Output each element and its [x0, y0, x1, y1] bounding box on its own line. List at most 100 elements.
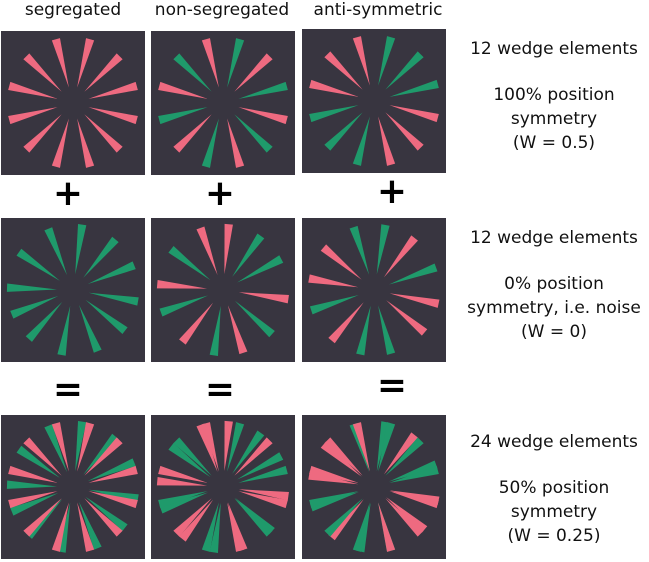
wedge-element: [238, 489, 289, 501]
row-2-count-label: 12 wedge elements: [470, 228, 638, 248]
stimulus-panel-r3-anti-symmetric: [302, 415, 446, 559]
wedge-element: [75, 224, 87, 275]
wedge-element: [77, 502, 95, 552]
row-2-symmetry-line-2: symmetry, i.e. noise: [467, 298, 641, 318]
row-2-symmetry-line-3: (W = 0): [521, 322, 587, 342]
wedge-element: [88, 292, 139, 306]
row-3-symmetry-line-2: symmetry: [510, 502, 598, 522]
wedge-element: [156, 477, 208, 486]
column-header-anti-symmetric: anti-symmetric: [313, 0, 443, 20]
wedge-element: [328, 302, 364, 344]
wedge-element: [88, 81, 138, 99]
wedge-element: [173, 114, 212, 153]
wedge-element: [25, 301, 63, 342]
wedge-element: [196, 423, 218, 472]
wedge-element: [227, 422, 245, 472]
wedge-element: [378, 422, 396, 472]
wedge-element: [386, 497, 428, 533]
wedge-element: [8, 81, 58, 99]
wedge-element: [159, 295, 208, 317]
wedge-element: [77, 38, 95, 88]
wedge-element: [309, 79, 359, 97]
wedge-element: [356, 305, 371, 356]
wedge-element: [87, 261, 136, 285]
wedge-element: [77, 422, 95, 472]
wedge-element: [378, 502, 396, 552]
wedge-element: [389, 491, 439, 509]
wedge-element: [44, 227, 68, 276]
equals-operator-segregated: =: [52, 369, 84, 410]
wedge-element: [224, 420, 233, 472]
wedge-element: [158, 491, 208, 509]
wedge-element: [320, 244, 362, 280]
wedge-element: [84, 114, 123, 153]
wedge-element: [8, 491, 58, 509]
wedge-element: [378, 36, 396, 86]
row-3-symmetry-line-3: (W = 0.25): [507, 526, 601, 546]
wedge-element: [196, 226, 218, 275]
wedge-element: [209, 305, 221, 356]
wedge-element: [227, 502, 248, 552]
wedge-element: [385, 112, 424, 151]
wedge-element: [234, 437, 273, 476]
stimulus-panel-r1-non-segregated: [151, 31, 295, 175]
wedge-element: [16, 445, 60, 478]
stimulus-panel-r3-non-segregated: [151, 415, 295, 559]
plus-operator-segregated: +: [52, 173, 84, 214]
wedge-element: [385, 51, 424, 90]
wedge-element: [389, 79, 439, 97]
wedge-element: [349, 225, 370, 275]
column-header-segregated: segregated: [24, 0, 122, 20]
wedge-element: [85, 299, 128, 334]
wedge-element: [238, 81, 288, 99]
plus-operator-non-segregated: +: [204, 173, 236, 214]
wedge-element: [389, 465, 439, 483]
row-3-count-label: 24 wedge elements: [470, 432, 638, 452]
wedge-element: [78, 304, 102, 353]
wedge-element: [232, 233, 265, 277]
wedge-element: [324, 437, 363, 476]
wedge-element: [308, 274, 359, 288]
wedge-element: [159, 492, 208, 514]
wedge-element: [320, 441, 362, 477]
wedge-element: [84, 53, 123, 92]
wedge-element: [209, 502, 221, 553]
stimulus-panel-r3-segregated: [1, 415, 145, 559]
wedge-element: [158, 81, 208, 99]
wedge-element: [44, 424, 68, 473]
wedge-element: [23, 498, 62, 537]
row-1-count-label: 12 wedge elements: [470, 39, 638, 59]
wedge-element: [324, 498, 363, 537]
stimulus-panel-r2-segregated: [1, 218, 145, 362]
wedge-element: [385, 498, 424, 537]
wedge-element: [237, 255, 284, 283]
wedge-element: [238, 107, 288, 125]
wedge-element: [383, 235, 418, 278]
wedge-element: [57, 305, 71, 356]
wedge-element: [238, 292, 289, 304]
wedge-element: [378, 116, 396, 166]
wedge-element: [51, 422, 69, 472]
equals-operator-anti-symmetric: =: [376, 365, 408, 406]
wedge-element: [8, 107, 58, 125]
wedge-element: [179, 499, 214, 542]
wedge-element: [352, 36, 370, 86]
wedge-element: [386, 300, 428, 336]
wedge-element: [51, 38, 69, 88]
stimulus-panel-r1-segregated: [1, 31, 145, 175]
row-2-description: 12 wedge elements 0% position symmetry, …: [460, 226, 648, 344]
wedge-element: [84, 437, 123, 476]
wedge-element: [224, 223, 233, 275]
wedge-element: [10, 492, 59, 516]
wedge-element: [51, 502, 69, 552]
wedge-element: [234, 53, 273, 92]
wedge-element: [201, 422, 219, 472]
wedge-element: [10, 295, 59, 319]
wedge-element: [378, 305, 396, 355]
wedge-element: [376, 224, 390, 275]
wedge-element: [389, 263, 438, 285]
wedge-element: [309, 491, 359, 509]
stimulus-panel-r2-non-segregated: [151, 218, 295, 362]
row-1-symmetry-line-1: 100% position: [493, 85, 615, 105]
wedge-element: [234, 114, 273, 153]
